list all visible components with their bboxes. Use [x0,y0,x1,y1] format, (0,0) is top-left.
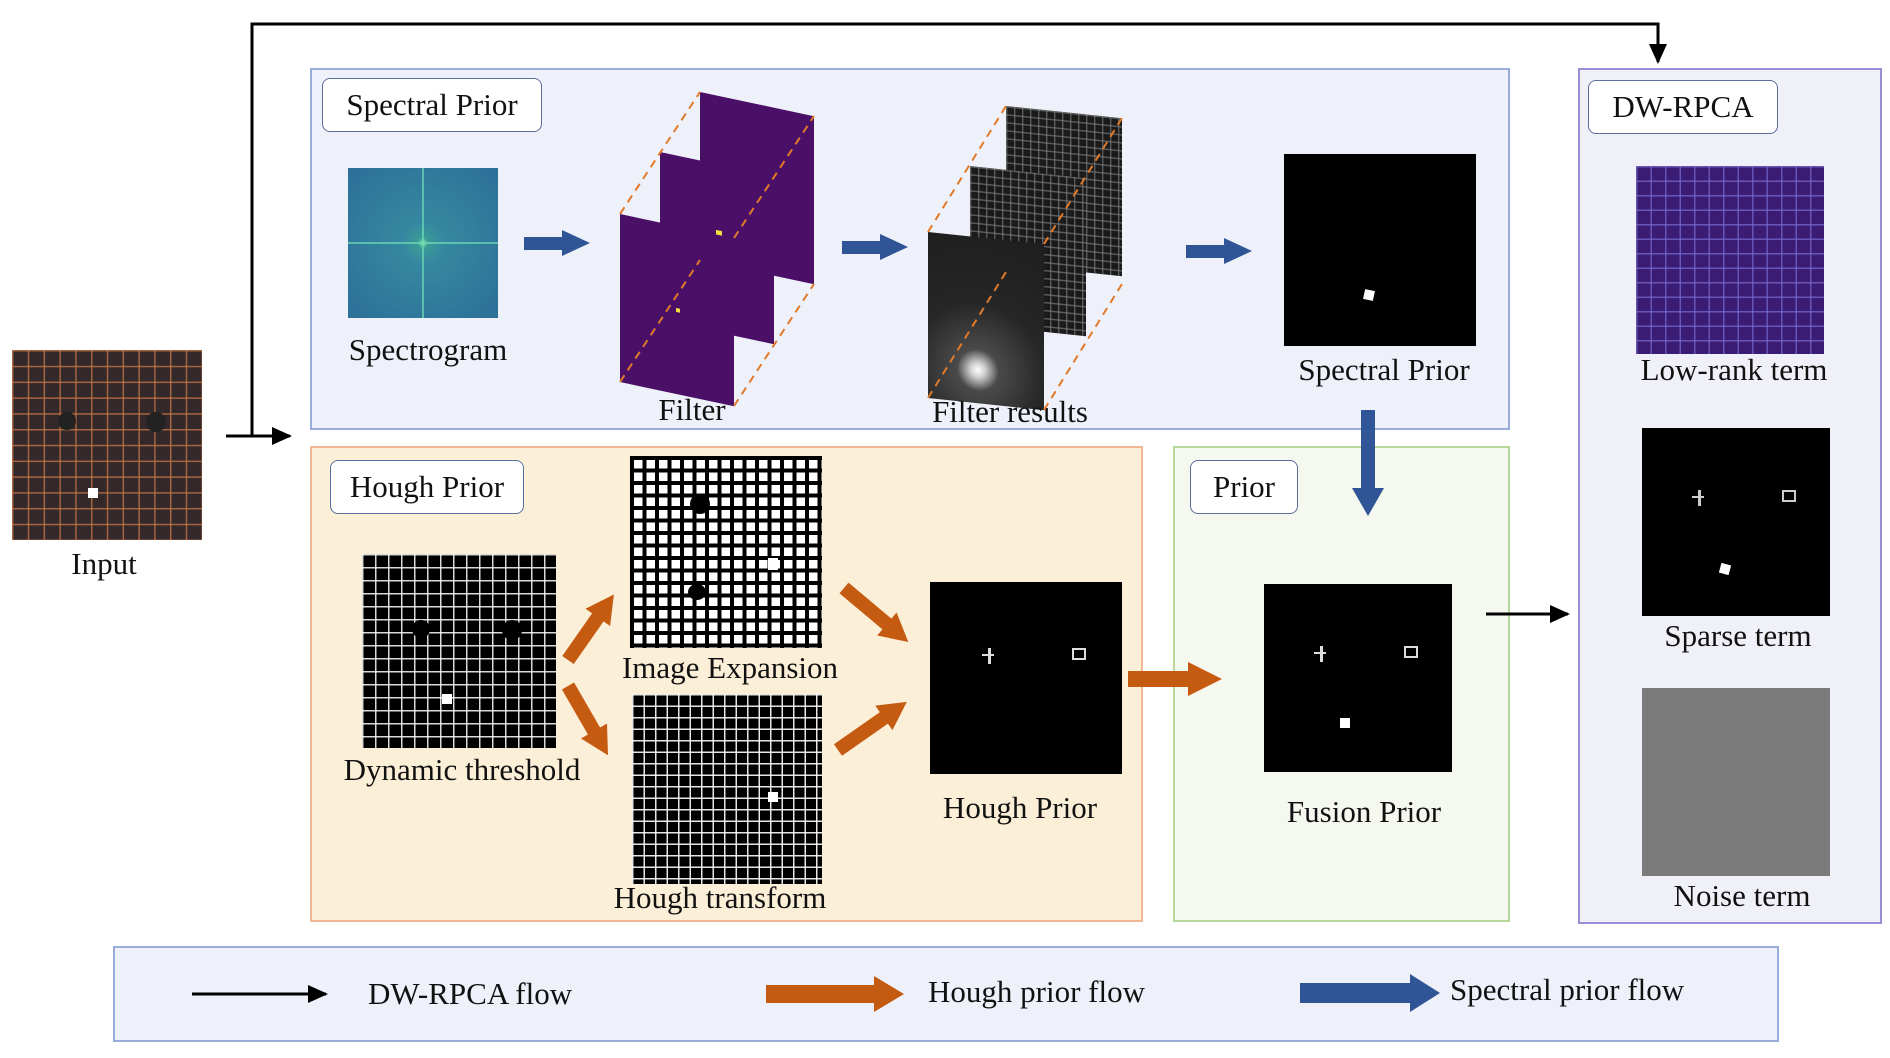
legend-hough-label: Hough prior flow [928,974,1145,1009]
dynamic-threshold-image [362,554,556,748]
hough-prior-image [930,582,1122,774]
low-rank-label: Low-rank term [1640,352,1828,387]
input-label: Input [71,546,137,581]
hough-transform-image [632,694,822,884]
hough-prior-label: Hough Prior [942,790,1098,825]
sparse-image [1642,428,1830,616]
spectral-prior-label: Spectral Prior [1298,352,1470,387]
hough-transform-label: Hough transform [613,880,827,915]
input-defect-white [88,488,98,498]
spectrogram-label: Spectrogram [348,332,508,367]
spectrogram-image [348,168,498,318]
legend-spectral-label: Spectral prior flow [1450,972,1685,1007]
low-rank-image [1636,166,1824,354]
sparse-label: Sparse term [1664,618,1812,653]
prior-tag: Prior [1190,460,1298,514]
hough-prior-tag: Hough Prior [330,460,524,514]
fusion-prior-label: Fusion Prior [1286,794,1442,829]
image-expansion-label: Image Expansion [621,650,839,685]
input-defect-left [58,412,76,430]
image-expansion-image [630,456,822,648]
filter-label: Filter [658,392,726,427]
spectral-prior-image [1284,154,1476,346]
filter-results-plane-front [928,232,1044,411]
input-image [12,350,202,540]
noise-image [1642,688,1830,876]
legend-dwrpca-label: DW-RPCA flow [368,976,573,1011]
dynamic-threshold-label: Dynamic threshold [343,752,581,787]
filter-plane-front [620,214,734,407]
noise-label: Noise term [1673,878,1811,913]
filter-results-label: Filter results [932,394,1088,429]
fusion-prior-image [1264,584,1452,772]
input-defect-right [146,412,166,432]
legend-panel [113,946,1779,1042]
dwrpca-tag: DW-RPCA [1588,80,1778,134]
spectral-prior-tag: Spectral Prior [322,78,542,132]
